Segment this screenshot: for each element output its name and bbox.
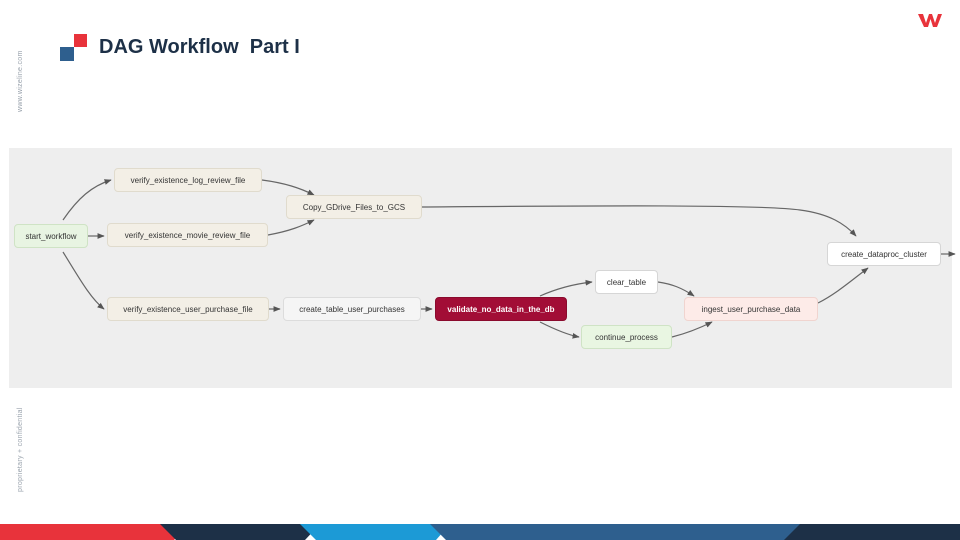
confidential-notice: proprietary + confidential [17, 407, 24, 492]
node-create-dataproc-cluster[interactable]: create_dataproc_cluster [827, 242, 941, 266]
node-ingest-user-purchase-data[interactable]: ingest_user_purchase_data [684, 297, 818, 321]
node-continue-process[interactable]: continue_process [581, 325, 672, 349]
node-start-workflow[interactable]: start_workflow [14, 224, 88, 248]
page-title: DAG Workflow Part I [99, 36, 300, 58]
node-create-table-user-purchases[interactable]: create_table_user_purchases [283, 297, 421, 321]
node-validate-no-data[interactable]: validate_no_data_in_the_db [435, 297, 567, 321]
title-squares-icon [60, 34, 88, 62]
node-clear-table[interactable]: clear_table [595, 270, 658, 294]
node-verify-user-purchase[interactable]: verify_existence_user_purchase_file [107, 297, 269, 321]
wizeline-logo-icon [918, 14, 942, 27]
node-verify-log-review[interactable]: verify_existence_log_review_file [114, 168, 262, 192]
footer-color-band [0, 524, 960, 540]
node-copy-gdrive-files[interactable]: Copy_GDrive_Files_to_GCS [286, 195, 422, 219]
node-verify-movie-review[interactable]: verify_existence_movie_review_file [107, 223, 268, 247]
website-url: www.wizeline.com [17, 50, 24, 112]
